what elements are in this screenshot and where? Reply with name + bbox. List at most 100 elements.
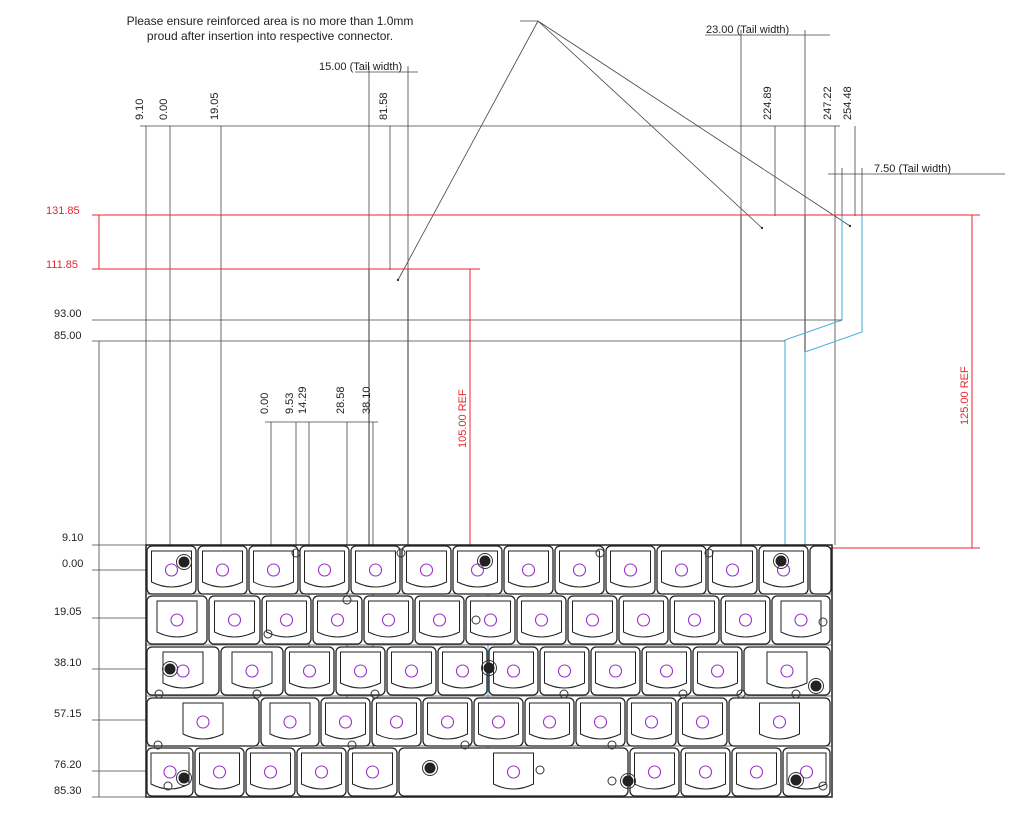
tail-2: 23.00 (Tail width) 224.89 247.22 254.48 bbox=[705, 24, 856, 546]
key-0-13 bbox=[809, 545, 832, 595]
dim-mid-28-58: 28.58 bbox=[335, 386, 347, 414]
key-0-10 bbox=[656, 545, 707, 595]
key-1-25 bbox=[720, 595, 771, 645]
note-line-1: Please ensure reinforced area is no more… bbox=[126, 14, 414, 28]
key-2-27 bbox=[146, 646, 220, 696]
key-2-31 bbox=[386, 646, 437, 696]
key-0-11 bbox=[707, 545, 758, 595]
tail-1: 15.00 (Tail width) 81.58 bbox=[319, 61, 418, 546]
key-4-55 bbox=[398, 747, 629, 797]
key-4-56 bbox=[629, 747, 680, 797]
key-3-39 bbox=[146, 697, 260, 747]
ref-105: 105.00 REF bbox=[457, 389, 469, 448]
dim-mid-14-29: 14.29 bbox=[297, 386, 309, 414]
screw-ring-8 bbox=[620, 773, 636, 789]
screw-4 bbox=[483, 662, 495, 674]
screw-3 bbox=[164, 663, 176, 675]
screw-9 bbox=[790, 774, 802, 786]
key-2-32 bbox=[437, 646, 488, 696]
key-2-38 bbox=[743, 646, 831, 696]
hole-0 bbox=[291, 548, 301, 558]
hole-14 bbox=[460, 740, 470, 750]
dim-mid-38-10: 38.10 bbox=[361, 386, 373, 414]
dim-row-9-10: 9.10 bbox=[62, 532, 83, 544]
hole-13 bbox=[347, 740, 357, 750]
key-3-42 bbox=[371, 697, 422, 747]
key-0-1 bbox=[197, 545, 248, 595]
hole-17 bbox=[791, 689, 801, 699]
key-1-26 bbox=[771, 595, 831, 645]
dim-mid-9-53: 9.53 bbox=[284, 393, 296, 414]
note-leaders bbox=[396, 20, 852, 282]
key-1-19 bbox=[414, 595, 465, 645]
key-0-8 bbox=[554, 545, 605, 595]
hole-20 bbox=[163, 781, 173, 791]
key-0-12 bbox=[758, 545, 809, 595]
dim-row-57-15: 57.15 bbox=[54, 708, 82, 720]
screw-ring-9 bbox=[788, 772, 804, 788]
hole-1 bbox=[396, 548, 406, 558]
dim-tail3-width: 7.50 (Tail width) bbox=[874, 163, 951, 175]
hole-19 bbox=[607, 776, 617, 786]
key-0-9 bbox=[605, 545, 656, 595]
dim-224-89: 224.89 bbox=[762, 86, 774, 120]
dim-93-00: 93.00 bbox=[54, 308, 82, 320]
hole-5 bbox=[471, 615, 481, 625]
key-4-52 bbox=[245, 747, 296, 797]
dim-row-19-05: 19.05 bbox=[54, 606, 82, 618]
screw-6 bbox=[178, 772, 190, 784]
ref-125: 125.00 REF bbox=[959, 366, 971, 425]
note-line-2: proud after insertion into respective co… bbox=[146, 29, 394, 43]
key-2-37 bbox=[692, 646, 743, 696]
dim-mid-0-00: 0.00 bbox=[259, 393, 271, 414]
top-left-dimensions: 9.10 0.00 19.05 bbox=[134, 92, 840, 570]
key-0-0 bbox=[146, 545, 197, 595]
key-4-50 bbox=[146, 747, 194, 797]
key-3-40 bbox=[260, 697, 320, 747]
hole-10 bbox=[559, 689, 569, 699]
hole-2 bbox=[595, 548, 605, 558]
hole-18 bbox=[535, 765, 545, 775]
hole-4 bbox=[263, 629, 273, 639]
dim-131-85: 131.85 bbox=[46, 205, 80, 217]
screw-1 bbox=[479, 555, 491, 567]
key-4-57 bbox=[680, 747, 731, 797]
key-3-44 bbox=[473, 697, 524, 747]
key-2-34 bbox=[539, 646, 590, 696]
key-grid bbox=[146, 545, 832, 797]
key-4-53 bbox=[296, 747, 347, 797]
hole-15 bbox=[607, 740, 617, 750]
key-1-24 bbox=[669, 595, 720, 645]
dim-top-9-10: 9.10 bbox=[134, 99, 146, 120]
dim-top-0-00: 0.00 bbox=[158, 99, 170, 120]
key-3-45 bbox=[524, 697, 575, 747]
key-4-54 bbox=[347, 747, 398, 797]
dim-row-76-20: 76.20 bbox=[54, 759, 82, 771]
dim-tail1-pos: 81.58 bbox=[378, 92, 390, 120]
screw-8 bbox=[622, 775, 634, 787]
key-2-28 bbox=[220, 646, 284, 696]
dim-111-85: 111.85 bbox=[46, 259, 78, 271]
screw-ring-3 bbox=[162, 661, 178, 677]
key-3-49 bbox=[728, 697, 831, 747]
dim-row-0-00: 0.00 bbox=[62, 558, 83, 570]
dim-85-00: 85.00 bbox=[54, 330, 82, 342]
key-0-5 bbox=[401, 545, 452, 595]
key-3-43 bbox=[422, 697, 473, 747]
hole-8 bbox=[252, 689, 262, 699]
screw-5 bbox=[810, 680, 822, 692]
reinforcement-note: Please ensure reinforced area is no more… bbox=[120, 14, 420, 44]
key-4-59 bbox=[782, 747, 831, 797]
screw-ring-0 bbox=[176, 554, 192, 570]
key-3-46 bbox=[575, 697, 626, 747]
screw-ring-2 bbox=[773, 553, 789, 569]
screw-7 bbox=[424, 762, 436, 774]
key-3-47 bbox=[626, 697, 677, 747]
key-1-20 bbox=[465, 595, 516, 645]
key-4-51 bbox=[194, 747, 245, 797]
key-0-7 bbox=[503, 545, 554, 595]
screw-holes bbox=[153, 548, 828, 791]
screw-0 bbox=[178, 556, 190, 568]
key-0-3 bbox=[299, 545, 350, 595]
hole-7 bbox=[154, 689, 164, 699]
